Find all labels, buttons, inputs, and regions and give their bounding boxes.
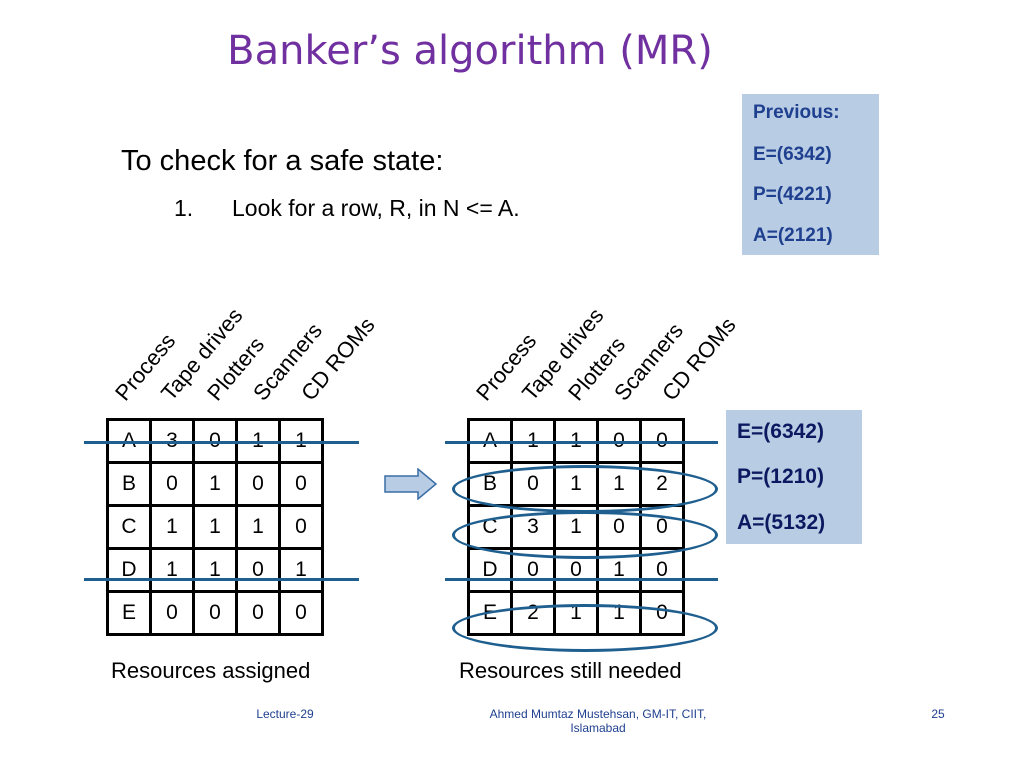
table-cell: E (106, 590, 152, 636)
current-values-box: E=(6342) P=(1210) A=(5132) (726, 410, 862, 544)
previous-e-vector: E=(6342) (753, 144, 832, 165)
page-number: 25 (931, 707, 945, 721)
step-item-1: 1. Look for a row, R, in N <= A. (174, 195, 520, 222)
table-row: D 1 1 0 1 (106, 547, 324, 593)
table-cell: 0 (278, 590, 324, 636)
previous-a-vector: A=(2121) (753, 225, 833, 246)
needed-table-caption: Resources still needed (459, 658, 682, 683)
table-cell: 0 (192, 590, 238, 636)
table-cell: 0 (235, 590, 281, 636)
previous-p-vector: P=(4221) (753, 184, 832, 205)
current-e-vector: E=(6342) (737, 420, 824, 443)
table-cell: 1 (235, 504, 281, 550)
slide-heading: To check for a safe state: (121, 145, 444, 177)
slide-title: Banker’s algorithm (MR) (227, 28, 713, 74)
table-cell: 1 (278, 547, 324, 593)
table-cell: B (106, 461, 152, 507)
step-number: 1. (174, 195, 194, 221)
previous-values-box: Previous: E=(6342) P=(4221) A=(2121) (742, 94, 879, 255)
table-row: E 0 0 0 0 (106, 590, 324, 636)
table-cell: 1 (149, 547, 195, 593)
highlight-ellipse-row-e (452, 604, 718, 652)
resources-assigned-table: A 3 0 1 1 B 0 1 0 0 C 1 1 1 0 D 1 1 0 1 … (106, 418, 324, 636)
table-cell: 1 (192, 461, 238, 507)
right-arrow-icon (384, 468, 438, 500)
table-cell: 0 (235, 547, 281, 593)
footer-lecture: Lecture-29 (256, 707, 314, 721)
strike-line-row-d (84, 578, 359, 581)
current-a-vector: A=(5132) (737, 511, 826, 534)
table-cell: 0 (235, 461, 281, 507)
table-cell: C (106, 504, 152, 550)
table-cell: D (467, 547, 513, 593)
assigned-table-caption: Resources assigned (111, 658, 311, 683)
table-cell: D (106, 547, 152, 593)
table-cell: 0 (149, 590, 195, 636)
previous-box-title: Previous: (753, 102, 840, 123)
table-cell: 1 (192, 547, 238, 593)
table-cell: 0 (278, 504, 324, 550)
strike-line-row-d (445, 578, 718, 581)
table-cell: 1 (149, 504, 195, 550)
step-text: Look for a row, R, in N <= A. (232, 195, 520, 221)
footer-author-line-1: Ahmed Mumtaz Mustehsan, GM-IT, CIIT, (489, 707, 707, 721)
footer-author: Ahmed Mumtaz Mustehsan, GM-IT, CIIT, Isl… (440, 707, 756, 735)
table-cell: 0 (149, 461, 195, 507)
table-row: B 0 1 0 0 (106, 461, 324, 507)
table-cell: 1 (192, 504, 238, 550)
footer-author-line-2: Islamabad (570, 721, 626, 735)
current-p-vector: P=(1210) (737, 465, 824, 488)
highlight-ellipse-row-b (452, 465, 718, 513)
table-cell: 0 (278, 461, 324, 507)
strike-line-row-a (445, 441, 718, 444)
table-row: C 1 1 1 0 (106, 504, 324, 550)
highlight-ellipse-row-c (452, 511, 718, 559)
strike-line-row-a (84, 441, 359, 444)
